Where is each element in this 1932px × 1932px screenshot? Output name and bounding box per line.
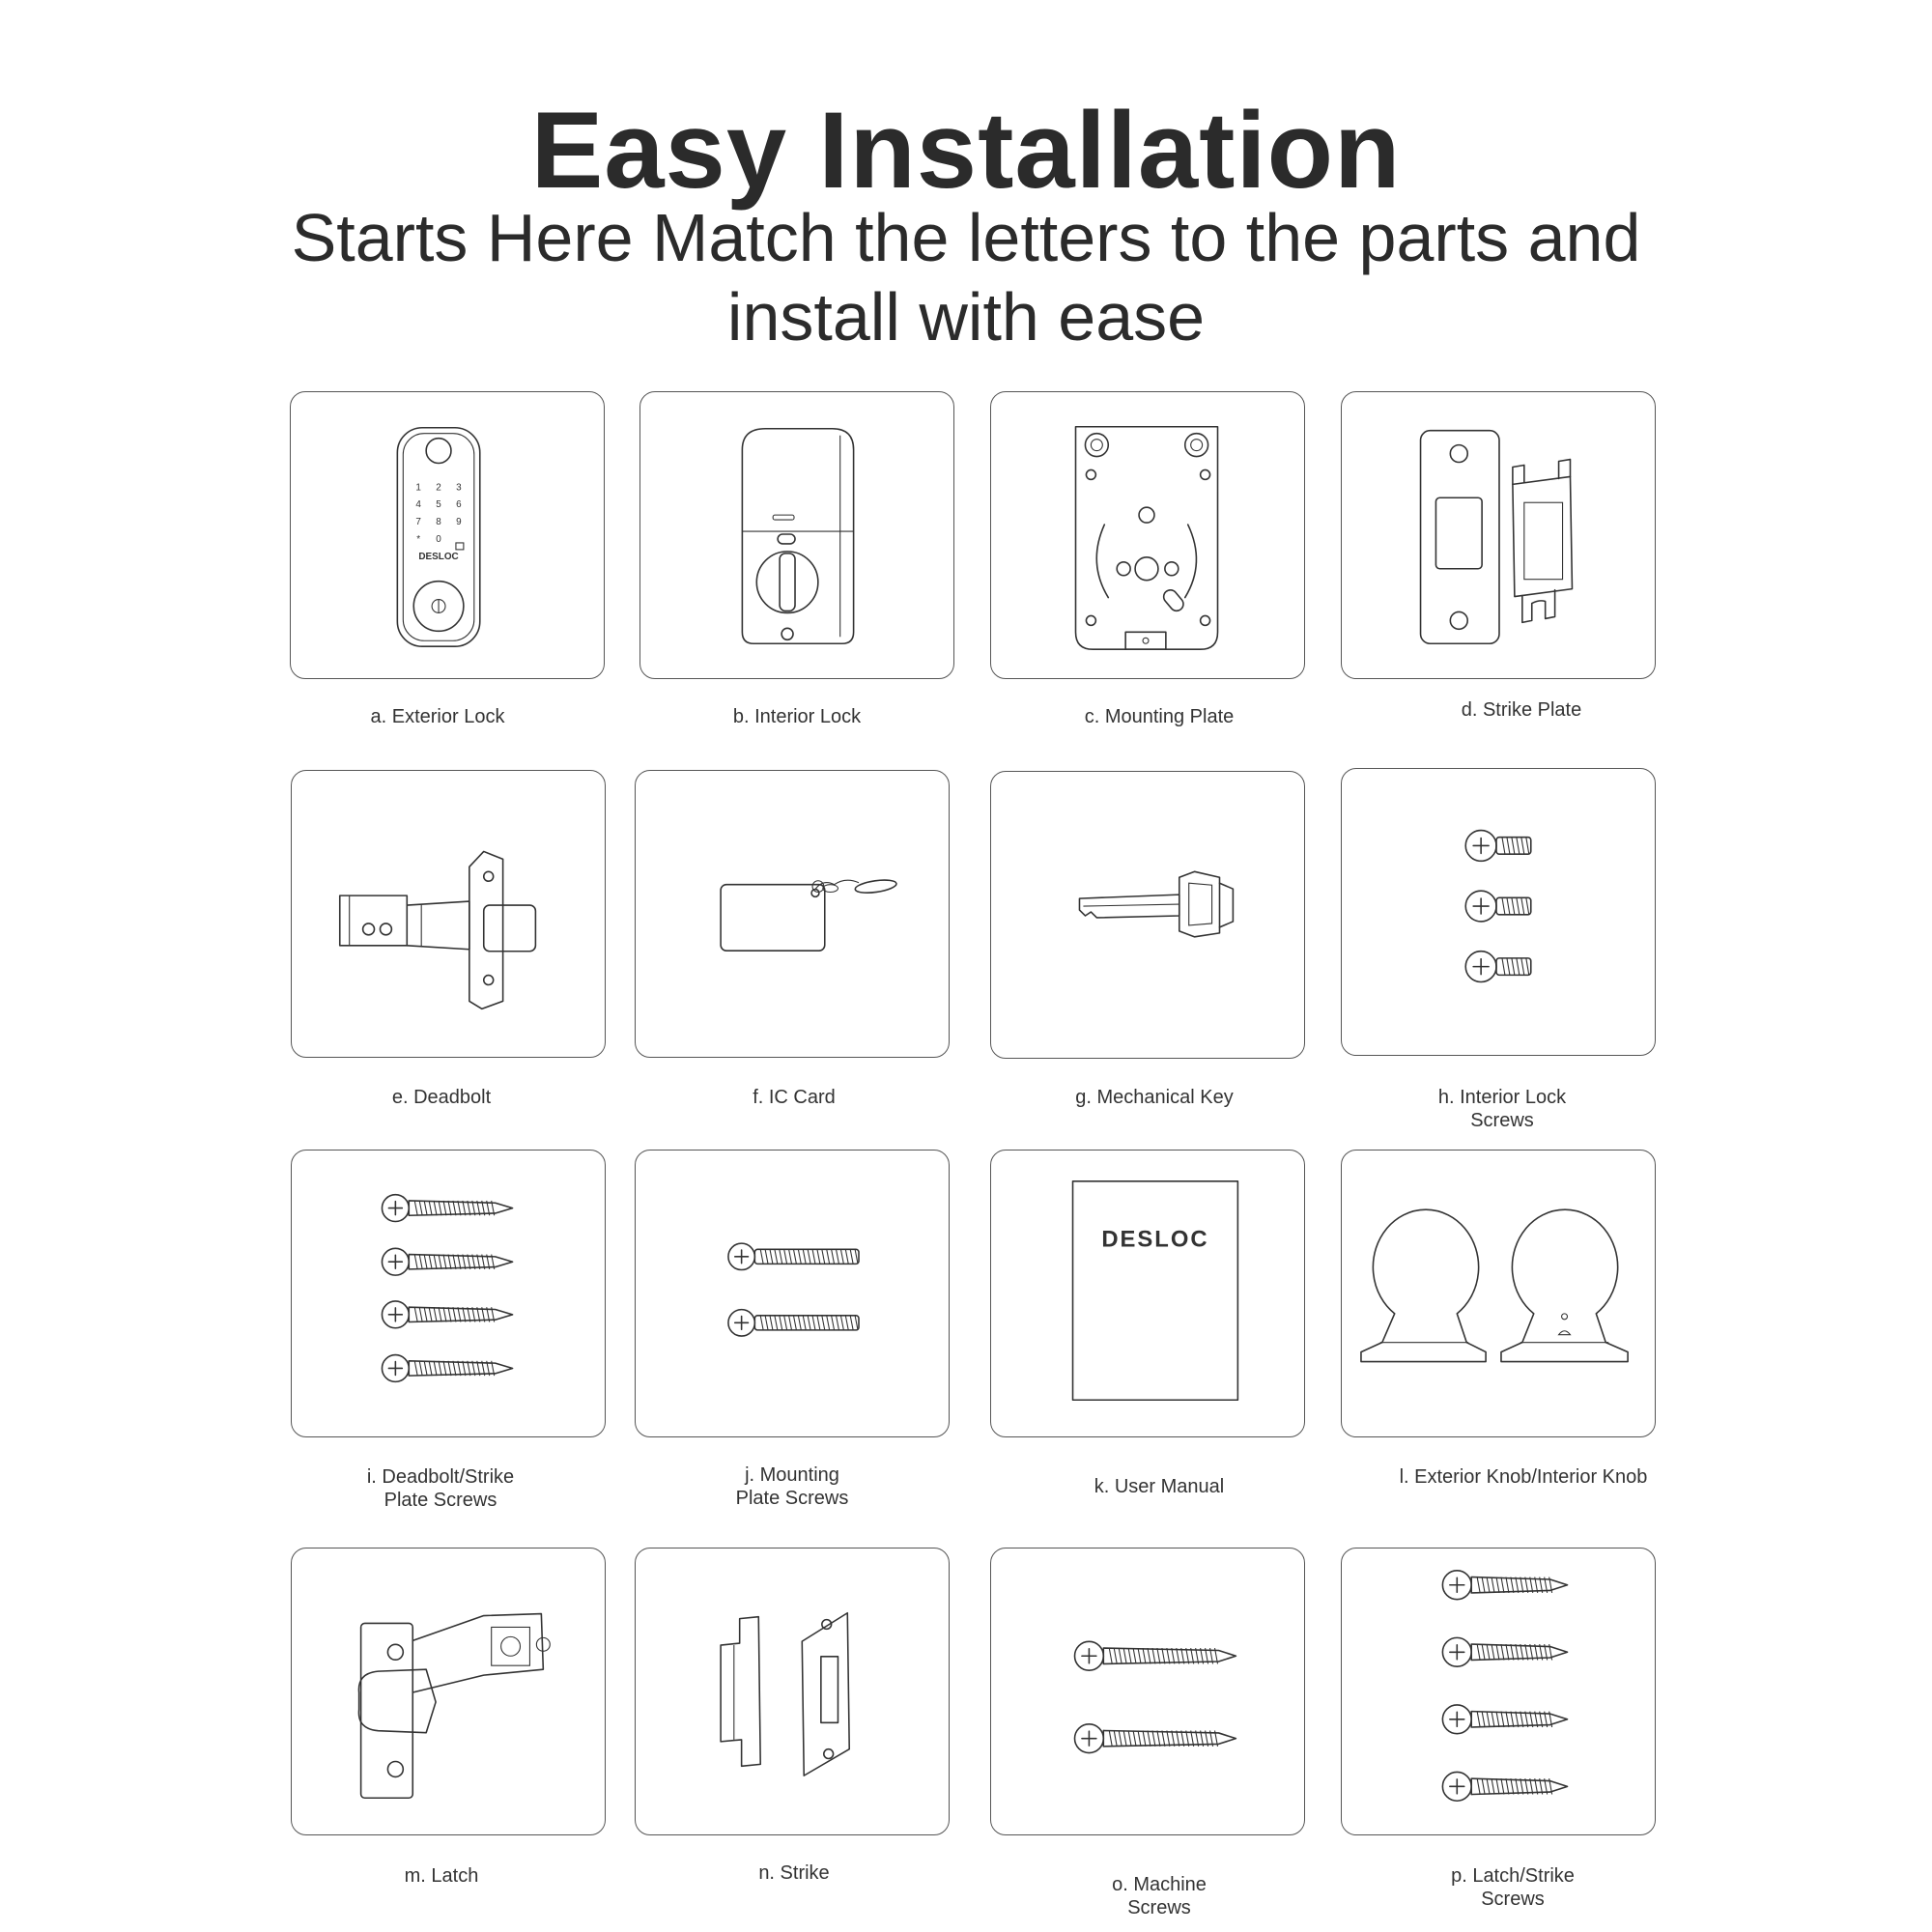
part-card-a: 1 2 3 4 5 6 7 8 9 * 0 DESLOC (290, 391, 605, 679)
part-card-k: DESLOC (990, 1150, 1305, 1437)
part-card-n (635, 1548, 950, 1835)
page-title: Easy Installation (530, 90, 1402, 211)
lock-key-icon (455, 542, 465, 551)
part-label-e: e. Deadbolt (391, 1087, 492, 1108)
part-card-l (1341, 1150, 1656, 1437)
latch-strike-screws-icon (1441, 1570, 1569, 1803)
part-card-j (635, 1150, 950, 1437)
interior-lock-screws-icon (1464, 829, 1532, 983)
screw (381, 1193, 514, 1223)
part-card-h (1341, 768, 1656, 1056)
part-label-d: d. Strike Plate (1461, 699, 1582, 721)
screw (1441, 1704, 1569, 1735)
knobs-icon (1360, 1208, 1629, 1363)
part-label-k: k. User Manual (1094, 1476, 1225, 1497)
page-subtitle: Starts Here Match the letters to the par… (291, 200, 1641, 355)
mounting-plate-icon (1074, 425, 1219, 650)
screw (1464, 829, 1532, 863)
part-label-j: j. Mounting Plate Screws (735, 1464, 849, 1509)
mounting-plate-screws-icon (727, 1242, 860, 1337)
part-label-g: g. Mechanical Key (1075, 1087, 1234, 1108)
part-label-a: a. Exterior Lock (370, 706, 505, 727)
machine-screws-icon (1073, 1640, 1237, 1754)
screw (727, 1308, 860, 1337)
screw (727, 1242, 860, 1271)
screw (1073, 1640, 1237, 1671)
keypad-digit: 8 (436, 517, 441, 527)
part-card-g (990, 771, 1305, 1059)
keypad-digit: 6 (456, 499, 462, 510)
keypad-digit: * (416, 534, 420, 545)
part-card-o (990, 1548, 1305, 1835)
screw (381, 1247, 514, 1276)
keypad-digit: 0 (436, 534, 441, 545)
screw (1464, 890, 1532, 923)
part-label-m: m. Latch (404, 1865, 479, 1887)
screw (1441, 1570, 1569, 1601)
part-card-p (1341, 1548, 1656, 1835)
part-label-o: o. Machine Screws (1112, 1874, 1207, 1918)
keypad-digit: 3 (456, 482, 462, 493)
part-label-n: n. Strike (758, 1862, 830, 1884)
screw (1464, 950, 1532, 983)
screw (381, 1300, 514, 1329)
user-manual-icon: DESLOC (1071, 1179, 1239, 1402)
screw (1441, 1771, 1569, 1803)
part-label-h: h. Interior Lock Screws (1437, 1087, 1567, 1131)
brand-logo: DESLOC (418, 552, 458, 562)
part-card-e (291, 770, 606, 1058)
exterior-lock-icon: 1 2 3 4 5 6 7 8 9 * 0 DESLOC (396, 426, 481, 648)
part-card-b (639, 391, 954, 679)
part-label-c: c. Mounting Plate (1084, 706, 1235, 727)
part-card-i (291, 1150, 606, 1437)
part-card-c (990, 391, 1305, 679)
deadbolt-strike-screws-icon (381, 1193, 514, 1383)
part-label-p: p. Latch/Strike Screws (1451, 1865, 1575, 1910)
part-label-i: i. Deadbolt/Strike Plate Screws (366, 1466, 515, 1511)
screw (1073, 1722, 1237, 1754)
interior-lock-icon (741, 427, 855, 645)
latch-icon (357, 1612, 551, 1800)
part-label-l: l. Exterior Knob/Interior Knob (1399, 1466, 1648, 1488)
part-card-f (635, 770, 950, 1058)
keypad-digit: 9 (456, 517, 462, 527)
ic-card-icon (720, 879, 897, 952)
part-card-m (291, 1548, 606, 1835)
screw (1441, 1636, 1569, 1667)
mechanical-key-icon (1078, 870, 1235, 938)
strike-plate-icon (1419, 429, 1574, 645)
screw (381, 1353, 514, 1383)
deadbolt-icon (338, 850, 537, 1010)
keypad-digit: 2 (436, 482, 441, 493)
keypad-digit: 4 (415, 499, 421, 510)
keypad-digit: 1 (415, 482, 421, 493)
part-label-b: b. Interior Lock (732, 706, 862, 727)
part-label-f: f. IC Card (753, 1087, 836, 1108)
keypad-digit: 5 (436, 499, 441, 510)
part-card-d (1341, 391, 1656, 679)
manual-brand-logo: DESLOC (1101, 1226, 1208, 1252)
strike-icon (720, 1611, 851, 1776)
keypad-digit: 7 (415, 517, 421, 527)
